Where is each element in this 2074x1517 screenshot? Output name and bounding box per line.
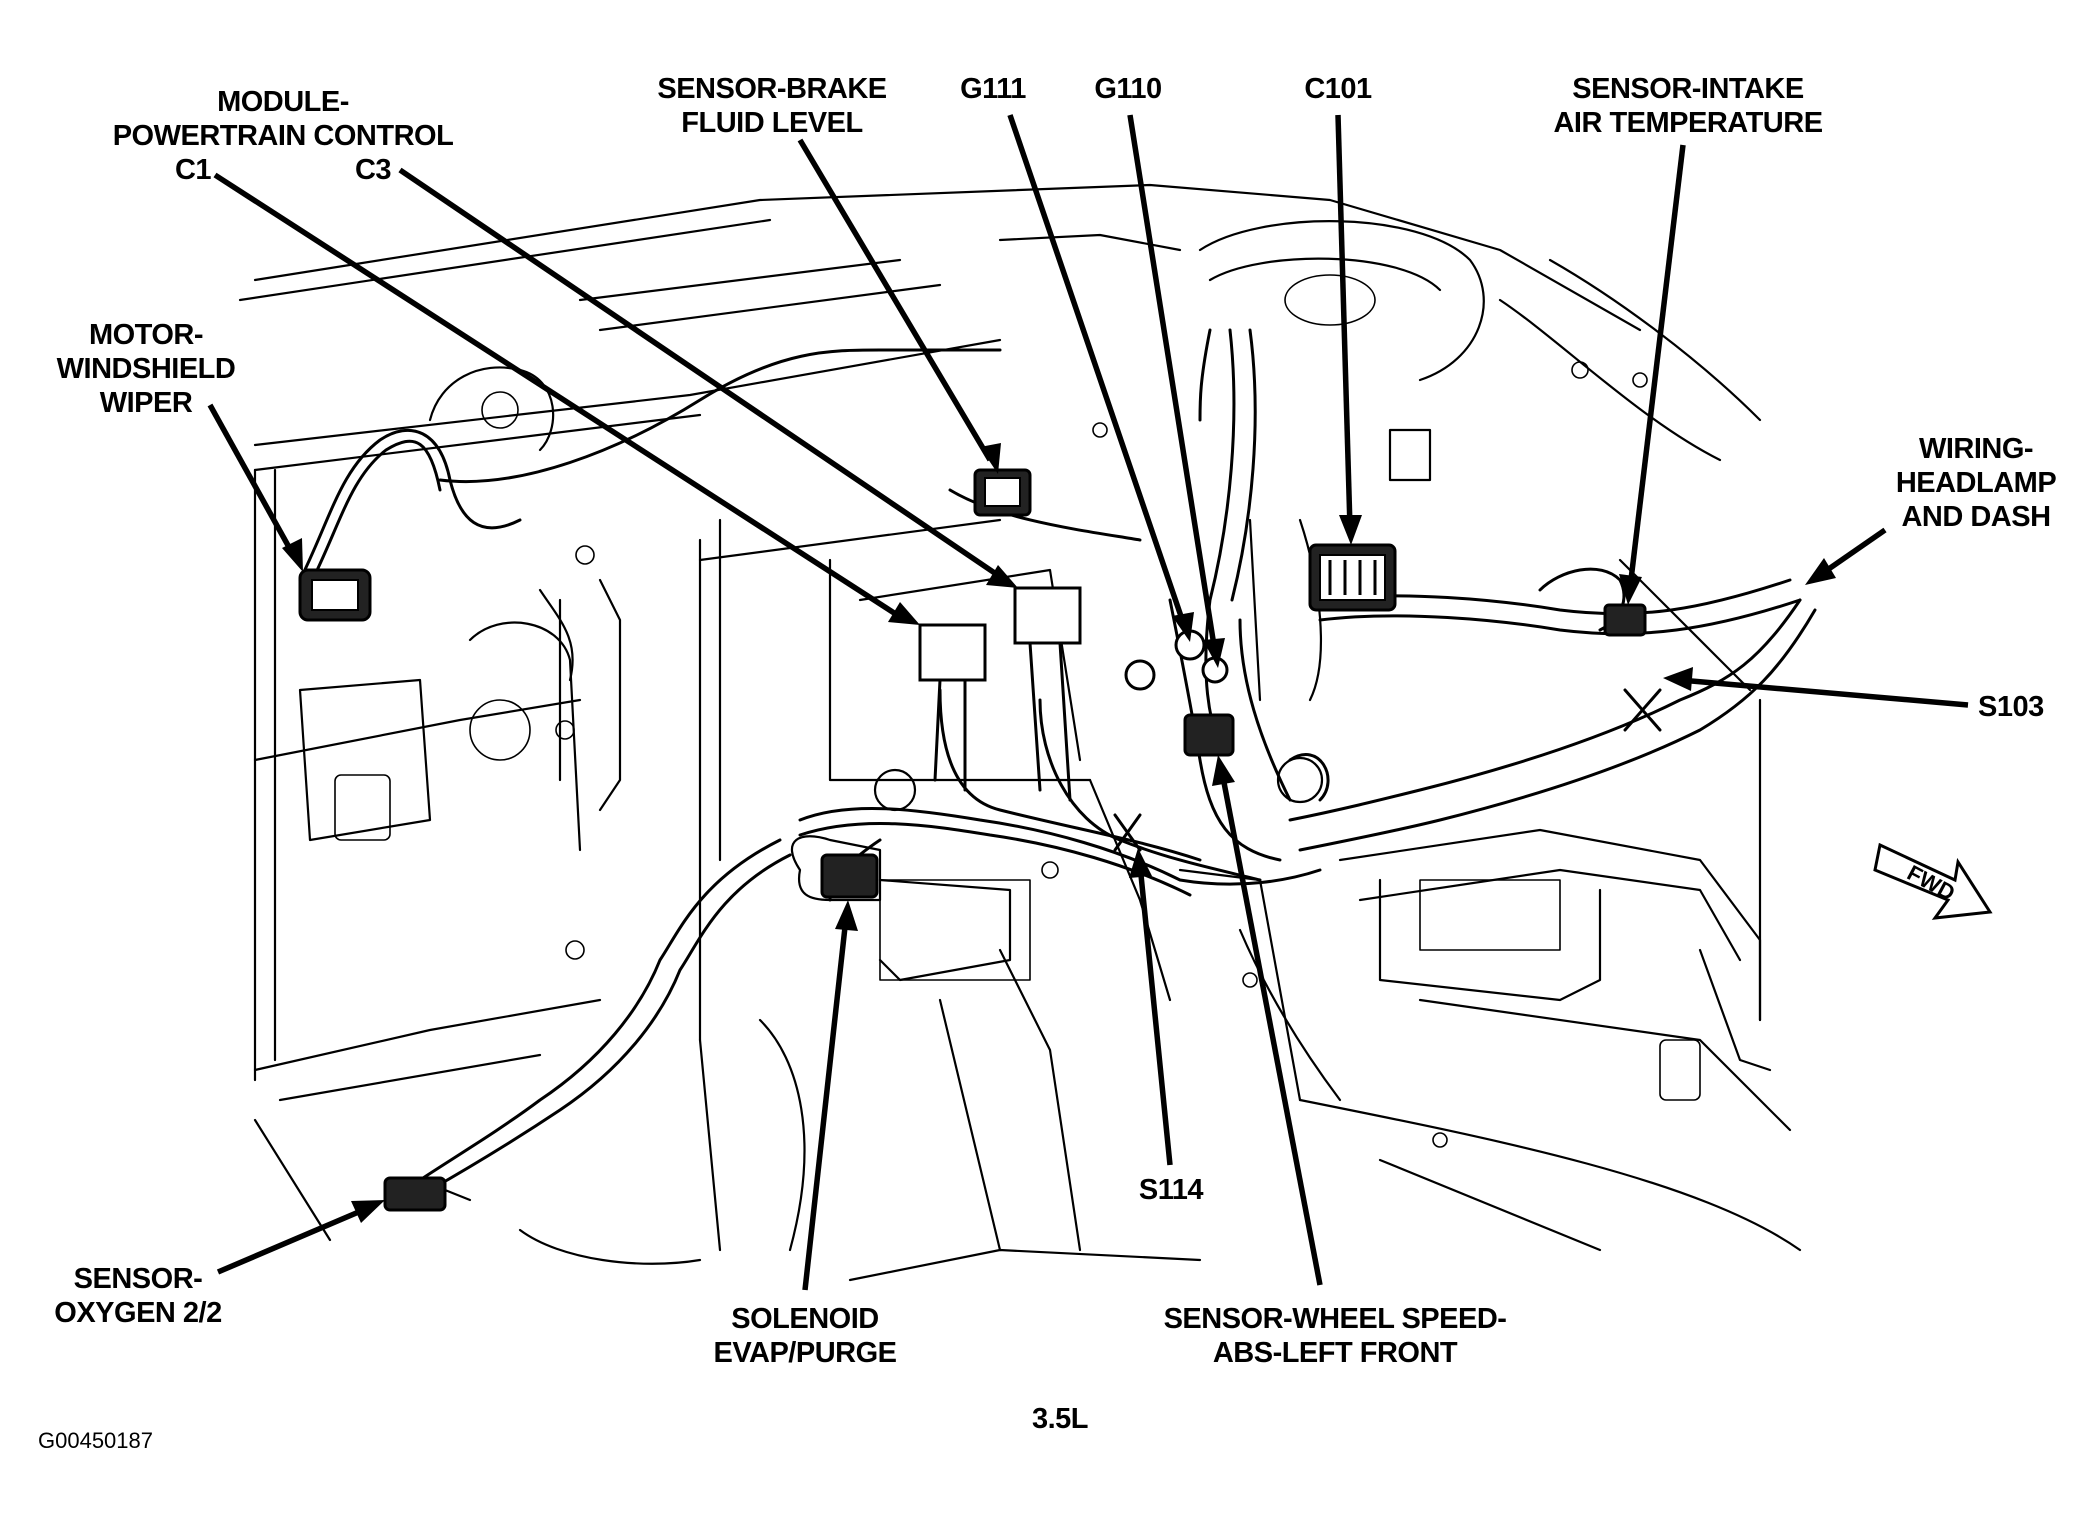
label-s103: S103: [1978, 691, 2044, 723]
label-line: WINDSHIELD: [56, 353, 236, 385]
wiring-harness: [298, 328, 1817, 1192]
o2-sensor-connector: [383, 1176, 447, 1212]
label-line: FLUID LEVEL: [681, 107, 863, 139]
label-sensor-oxygen: SENSOR- OXYGEN 2/2: [54, 1262, 222, 1330]
label-sensor-wheel: SENSOR-WHEEL SPEED- ABS-LEFT FRONT: [1164, 1302, 1507, 1370]
label-line: SENSOR-: [73, 1263, 203, 1295]
leader-s103: [1679, 677, 1969, 708]
label-line: AND DASH: [1901, 501, 2051, 533]
label-module-powertrain: MODULE- POWERTRAIN CONTROL: [113, 85, 454, 153]
leader-iat: [1627, 144, 1686, 589]
body-outline: [238, 183, 1802, 1282]
label-g111: G111: [960, 73, 1026, 105]
label-line: WIPER: [99, 387, 193, 419]
label-line: POWERTRAIN CONTROL: [112, 120, 454, 152]
leader-c3: [398, 167, 1007, 583]
leader-c1: [213, 172, 907, 623]
leader-g110: [1127, 114, 1218, 653]
pcm-c3-connector: [1013, 586, 1082, 645]
wheel-speed-connector: [1183, 713, 1235, 757]
label-line: SENSOR-WHEEL SPEED-: [1163, 1303, 1507, 1335]
label-line: WIRING-: [1918, 433, 2034, 465]
label-s114: S114: [1138, 1174, 1204, 1206]
label-line: SOLENOID: [731, 1303, 879, 1335]
leader-o2: [216, 1205, 370, 1275]
iat-sensor: [1603, 603, 1647, 637]
label-line: MOTOR-: [88, 319, 204, 351]
label-line: EVAP/PURGE: [713, 1337, 897, 1369]
label-sensor-brake: SENSOR-BRAKE FLUID LEVEL: [657, 72, 887, 140]
fwd-arrow-icon: FWD: [1873, 842, 1993, 920]
label-c3: C3: [354, 154, 392, 186]
leader-s114: [1137, 864, 1173, 1166]
label-line: HEADLAMP: [1895, 467, 2057, 499]
label-wiring-headlamp: WIRING- HEADLAMP AND DASH: [1895, 432, 2057, 534]
leader-g111: [1007, 114, 1188, 629]
label-c1: C1: [174, 154, 212, 186]
label-line: MODULE-: [217, 86, 349, 118]
leader-c101: [1335, 114, 1353, 529]
components: [298, 468, 1647, 1212]
label-solenoid: SOLENOID EVAP/PURGE: [713, 1302, 897, 1370]
label-line: ABS-LEFT FRONT: [1212, 1337, 1458, 1369]
label-line: SENSOR-INTAKE: [1572, 73, 1804, 105]
leader-lines: [207, 114, 1969, 1291]
fwd-label: FWD: [1903, 860, 1959, 906]
pcm-c1-connector: [918, 623, 987, 682]
label-c101: C101: [1304, 73, 1372, 105]
label-line: AIR TEMPERATURE: [1553, 107, 1823, 139]
label-engine: 3.5L: [1031, 1403, 1089, 1435]
label-motor-wiper: MOTOR- WINDSHIELD WIPER: [57, 318, 236, 420]
label-g110: G110: [1094, 73, 1162, 105]
evap-purge-solenoid: [790, 835, 882, 902]
leader-wiring: [1818, 527, 1887, 578]
label-line: SENSOR-BRAKE: [657, 73, 887, 105]
leader-wheel-speed: [1219, 771, 1323, 1286]
leader-wiper: [207, 403, 298, 560]
figure-id: G00450187: [38, 1428, 153, 1453]
leader-solenoid: [802, 917, 849, 1291]
label-sensor-intake: SENSOR-INTAKE AIR TEMPERATURE: [1553, 72, 1823, 140]
label-line: OXYGEN 2/2: [54, 1297, 222, 1329]
leader-brake-fluid: [797, 138, 993, 462]
